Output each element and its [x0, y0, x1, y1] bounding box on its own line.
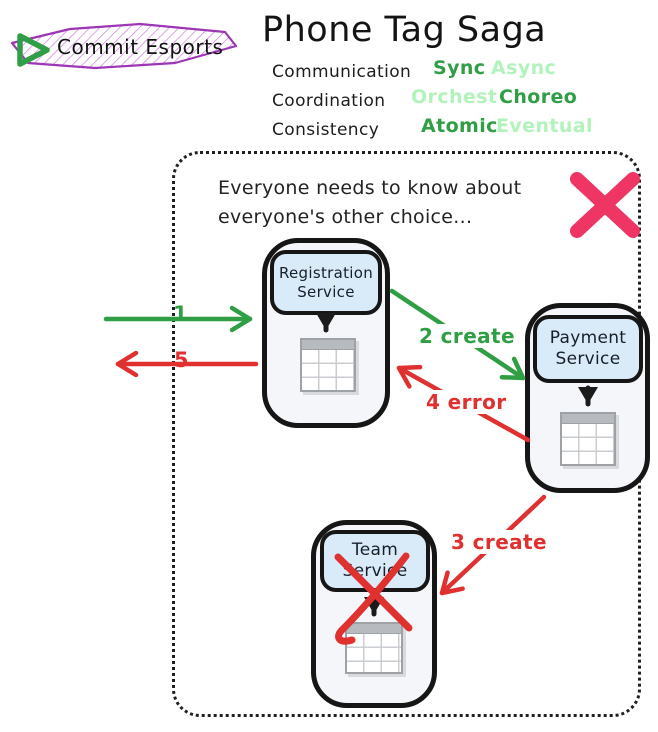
- arrow-3-create-label: 3 create: [447, 530, 551, 554]
- option-atomic: Atomic: [421, 115, 498, 137]
- payment-service-label: Payment Service: [533, 315, 643, 383]
- team-service-phone: Team Service: [311, 520, 437, 708]
- payment-service-phone: Payment Service: [525, 303, 650, 493]
- registration-service-label: Registration Service: [270, 250, 382, 315]
- play-icon: [17, 33, 50, 67]
- team-service-label: Team Service: [320, 530, 430, 592]
- logo-hexagon: [10, 22, 238, 70]
- team-db-table-icon: [345, 622, 403, 674]
- arrow-2-create-label: 2 create: [415, 324, 519, 348]
- arrow-4-error-label: 4 error: [422, 390, 511, 414]
- option-async: Async: [491, 57, 557, 79]
- registration-service-phone: Registration Service: [262, 238, 390, 428]
- option-choreo: Choreo: [499, 86, 578, 108]
- scenario-note: Everyone needs to know about everyone's …: [218, 177, 522, 229]
- option-sync: Sync: [433, 57, 486, 79]
- logo-text: Commit Esports: [57, 35, 224, 59]
- attr-label-consistency: Consistency: [272, 120, 380, 140]
- attr-label-coordination: Coordination: [272, 91, 386, 111]
- arrow-5-label: 5: [174, 348, 190, 372]
- arrow-1-label: 1: [173, 302, 189, 326]
- option-eventual: Eventual: [496, 115, 593, 137]
- logo-badge: [10, 22, 238, 70]
- registration-db-table-icon: [300, 338, 356, 392]
- payment-db-table-icon: [560, 412, 616, 466]
- page-title: Phone Tag Saga: [262, 10, 547, 50]
- option-orchest: Orchest: [411, 86, 498, 108]
- attr-label-communication: Communication: [272, 62, 412, 82]
